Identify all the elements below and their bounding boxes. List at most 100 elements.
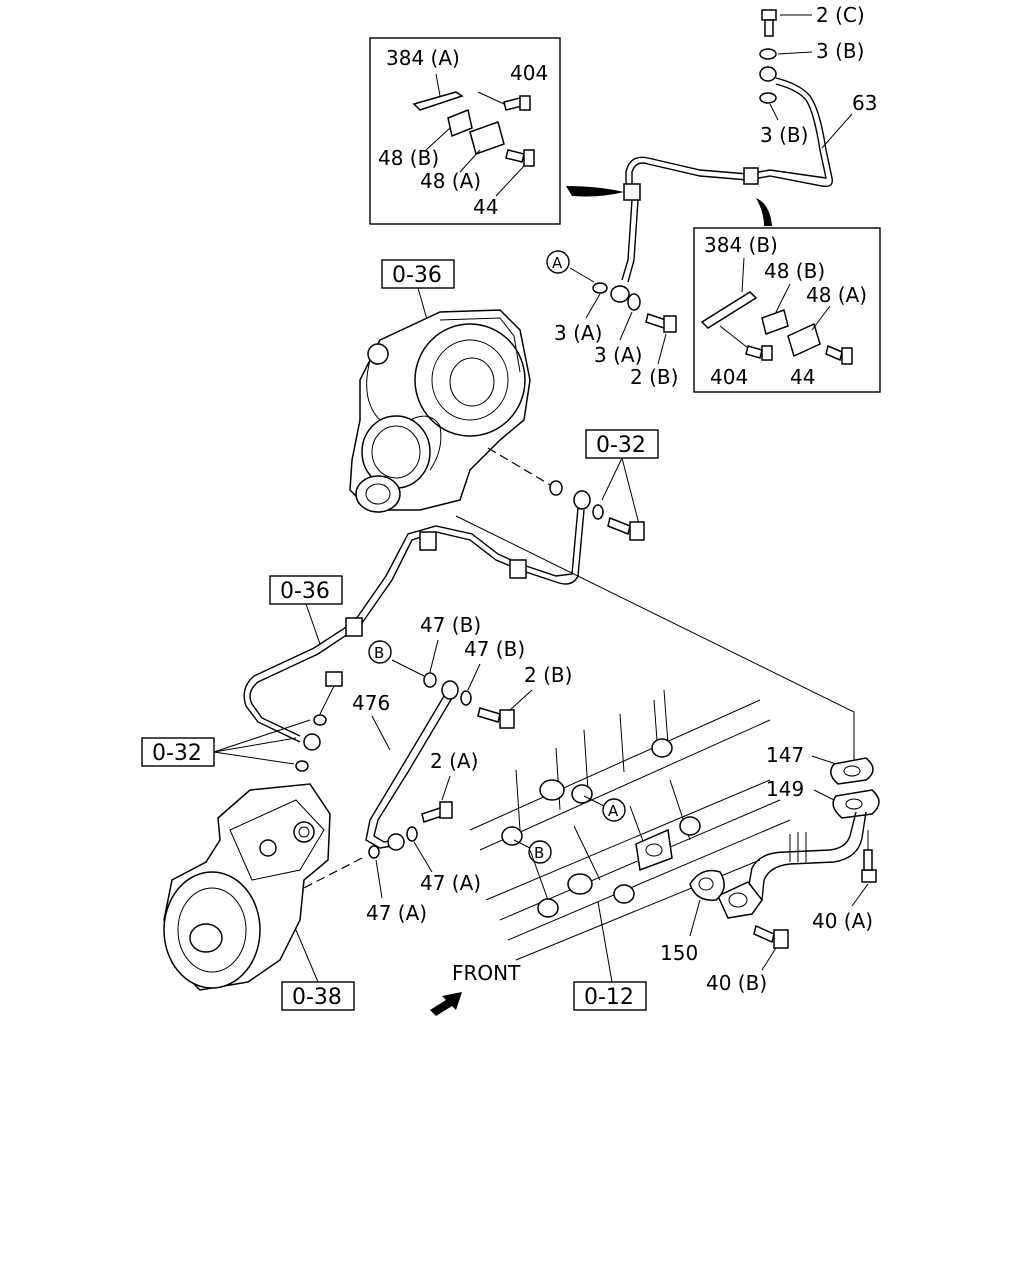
compressor-fitting-1 [325, 671, 343, 687]
front-label: FRONT [452, 961, 521, 985]
callout-a-letter: A [552, 254, 563, 272]
bracket-384b [700, 291, 758, 329]
engine-boss-8 [679, 816, 701, 836]
callout-circle-a [546, 250, 570, 274]
bolt-turbo [607, 516, 631, 536]
label-2b-top: 2 (B) [630, 365, 678, 389]
inset-a-pointer [566, 186, 624, 197]
inset-a: 384 (A) 404 48 (B) 48 (A) 44 [369, 37, 561, 225]
inset-a-label-404: 404 [510, 61, 548, 85]
label-149: 149 [766, 777, 804, 801]
inset-b-frame [693, 227, 881, 393]
inset-b-label-44: 44 [790, 365, 815, 389]
pipe-149-flange-top [832, 789, 880, 819]
clamp-48a [469, 121, 505, 155]
engine-block: A B 0-12 [469, 689, 791, 1011]
label-47a-1: 47 (A) [420, 871, 481, 895]
clamp-48b [447, 108, 473, 138]
inset-b-label-404: 404 [710, 365, 748, 389]
bolt-404-b [745, 345, 763, 359]
front-indicator: FRONT [430, 961, 521, 1016]
label-63: 63 [852, 91, 877, 115]
pipe-149-flange-bottom [717, 881, 763, 919]
engine-boss-4 [651, 738, 673, 758]
engine-boss-7 [537, 898, 559, 918]
compressor-shaft [189, 923, 223, 953]
washer-3a-2 [627, 293, 641, 311]
washer-47b-2 [460, 690, 472, 706]
washer-3b-lower [759, 92, 777, 104]
label-2b-mid: 2 (B) [524, 663, 572, 687]
clamp-48b-b [761, 309, 789, 335]
banjo-476-top [441, 680, 459, 700]
engine-callout-a [602, 798, 626, 822]
ref-turbo-top-text: 0-36 [392, 263, 442, 288]
turbocharger: 0-36 [349, 259, 531, 513]
pipe-clip-3 [345, 617, 363, 637]
actuator [367, 343, 389, 365]
label-147: 147 [766, 743, 804, 767]
bolt-2c [761, 9, 777, 21]
label-40b: 40 (B) [706, 971, 767, 995]
pipe-clip-2 [509, 559, 527, 579]
pipe-476 [365, 695, 445, 849]
pipe-63-assembly: 2 (C) 3 (B) 3 (B) 63 A 3 (A) 3 (A) [546, 3, 877, 389]
banjo-fitting-top [610, 285, 630, 303]
label-47b-2: 47 (B) [464, 637, 525, 661]
engine-callout-b-letter: B [534, 844, 544, 862]
inset-b-label-384b: 384 (B) [704, 233, 778, 257]
ref-pipe-left-text: 0-36 [280, 579, 330, 604]
banjo-turbo [573, 490, 591, 510]
label-2a: 2 (A) [430, 749, 478, 773]
callout-circle-b [368, 640, 392, 664]
inset-b-label-48b: 48 (B) [764, 259, 825, 283]
banjo-476-bottom [387, 833, 405, 851]
washer-3b-top [759, 48, 777, 60]
label-476: 476 [352, 691, 390, 715]
engine-boss-5 [567, 873, 593, 895]
pipe-63 [631, 77, 833, 196]
label-47b-1: 47 (B) [420, 613, 481, 637]
label-3a-2: 3 (A) [594, 343, 642, 367]
ref-compressor-bottom-text: 0-38 [292, 985, 342, 1010]
gasket-150 [689, 869, 725, 901]
label-150: 150 [660, 941, 698, 965]
pipe-476-assembly: 47 (B) B 47 (B) 2 (B) 476 47 (A) 47 (A) … [299, 613, 572, 925]
washer-47a-2 [368, 845, 380, 859]
bolt-2a [421, 807, 443, 823]
engine-boss-2 [501, 826, 523, 846]
front-arrow-icon [430, 992, 462, 1016]
oil-return-assembly: 147 149 150 40 (A) 40 (B) [660, 743, 880, 995]
washer-turbo-1 [549, 480, 563, 496]
oil-return-port [635, 828, 673, 872]
inset-b-label-48a: 48 (A) [806, 283, 867, 307]
inset-a-label-48a: 48 (A) [420, 169, 481, 193]
engine-callout-b [528, 840, 552, 864]
pipe-63-clip [743, 167, 759, 185]
washer-47a-1 [406, 826, 418, 842]
ref-compressor-left-text: 0-32 [152, 741, 202, 766]
ref-turbo-right-text: 0-32 [596, 433, 646, 458]
engine-boss-3 [571, 784, 593, 804]
bolt-44-b [825, 344, 843, 362]
bolt-40a [861, 869, 877, 883]
inset-b-pointer [756, 198, 772, 226]
pipe-clip-1 [419, 531, 437, 551]
label-3a-1: 3 (A) [554, 321, 602, 345]
ref-engine-bottom [573, 981, 647, 1011]
label-2c: 2 (C) [816, 3, 865, 27]
inset-a-label-384a: 384 (A) [386, 46, 460, 70]
engine-boss-6 [613, 884, 635, 904]
inset-b: 384 (B) 48 (B) 48 (A) 404 44 [693, 227, 881, 393]
pipe-149 [747, 811, 857, 891]
bolt-44-a [505, 149, 525, 163]
oil-pipe-0-36: 0-36 [243, 507, 585, 743]
bolt-40b [753, 924, 775, 944]
pipe-63-eye-fitting [759, 66, 777, 82]
inset-a-label-48b: 48 (B) [378, 146, 439, 170]
ref-engine-bottom-text: 0-12 [584, 985, 634, 1010]
gasket-147 [830, 757, 874, 785]
inset-a-label-44: 44 [473, 195, 498, 219]
bolt-2b-mid [477, 707, 501, 723]
callout-b-letter: B [374, 644, 384, 662]
